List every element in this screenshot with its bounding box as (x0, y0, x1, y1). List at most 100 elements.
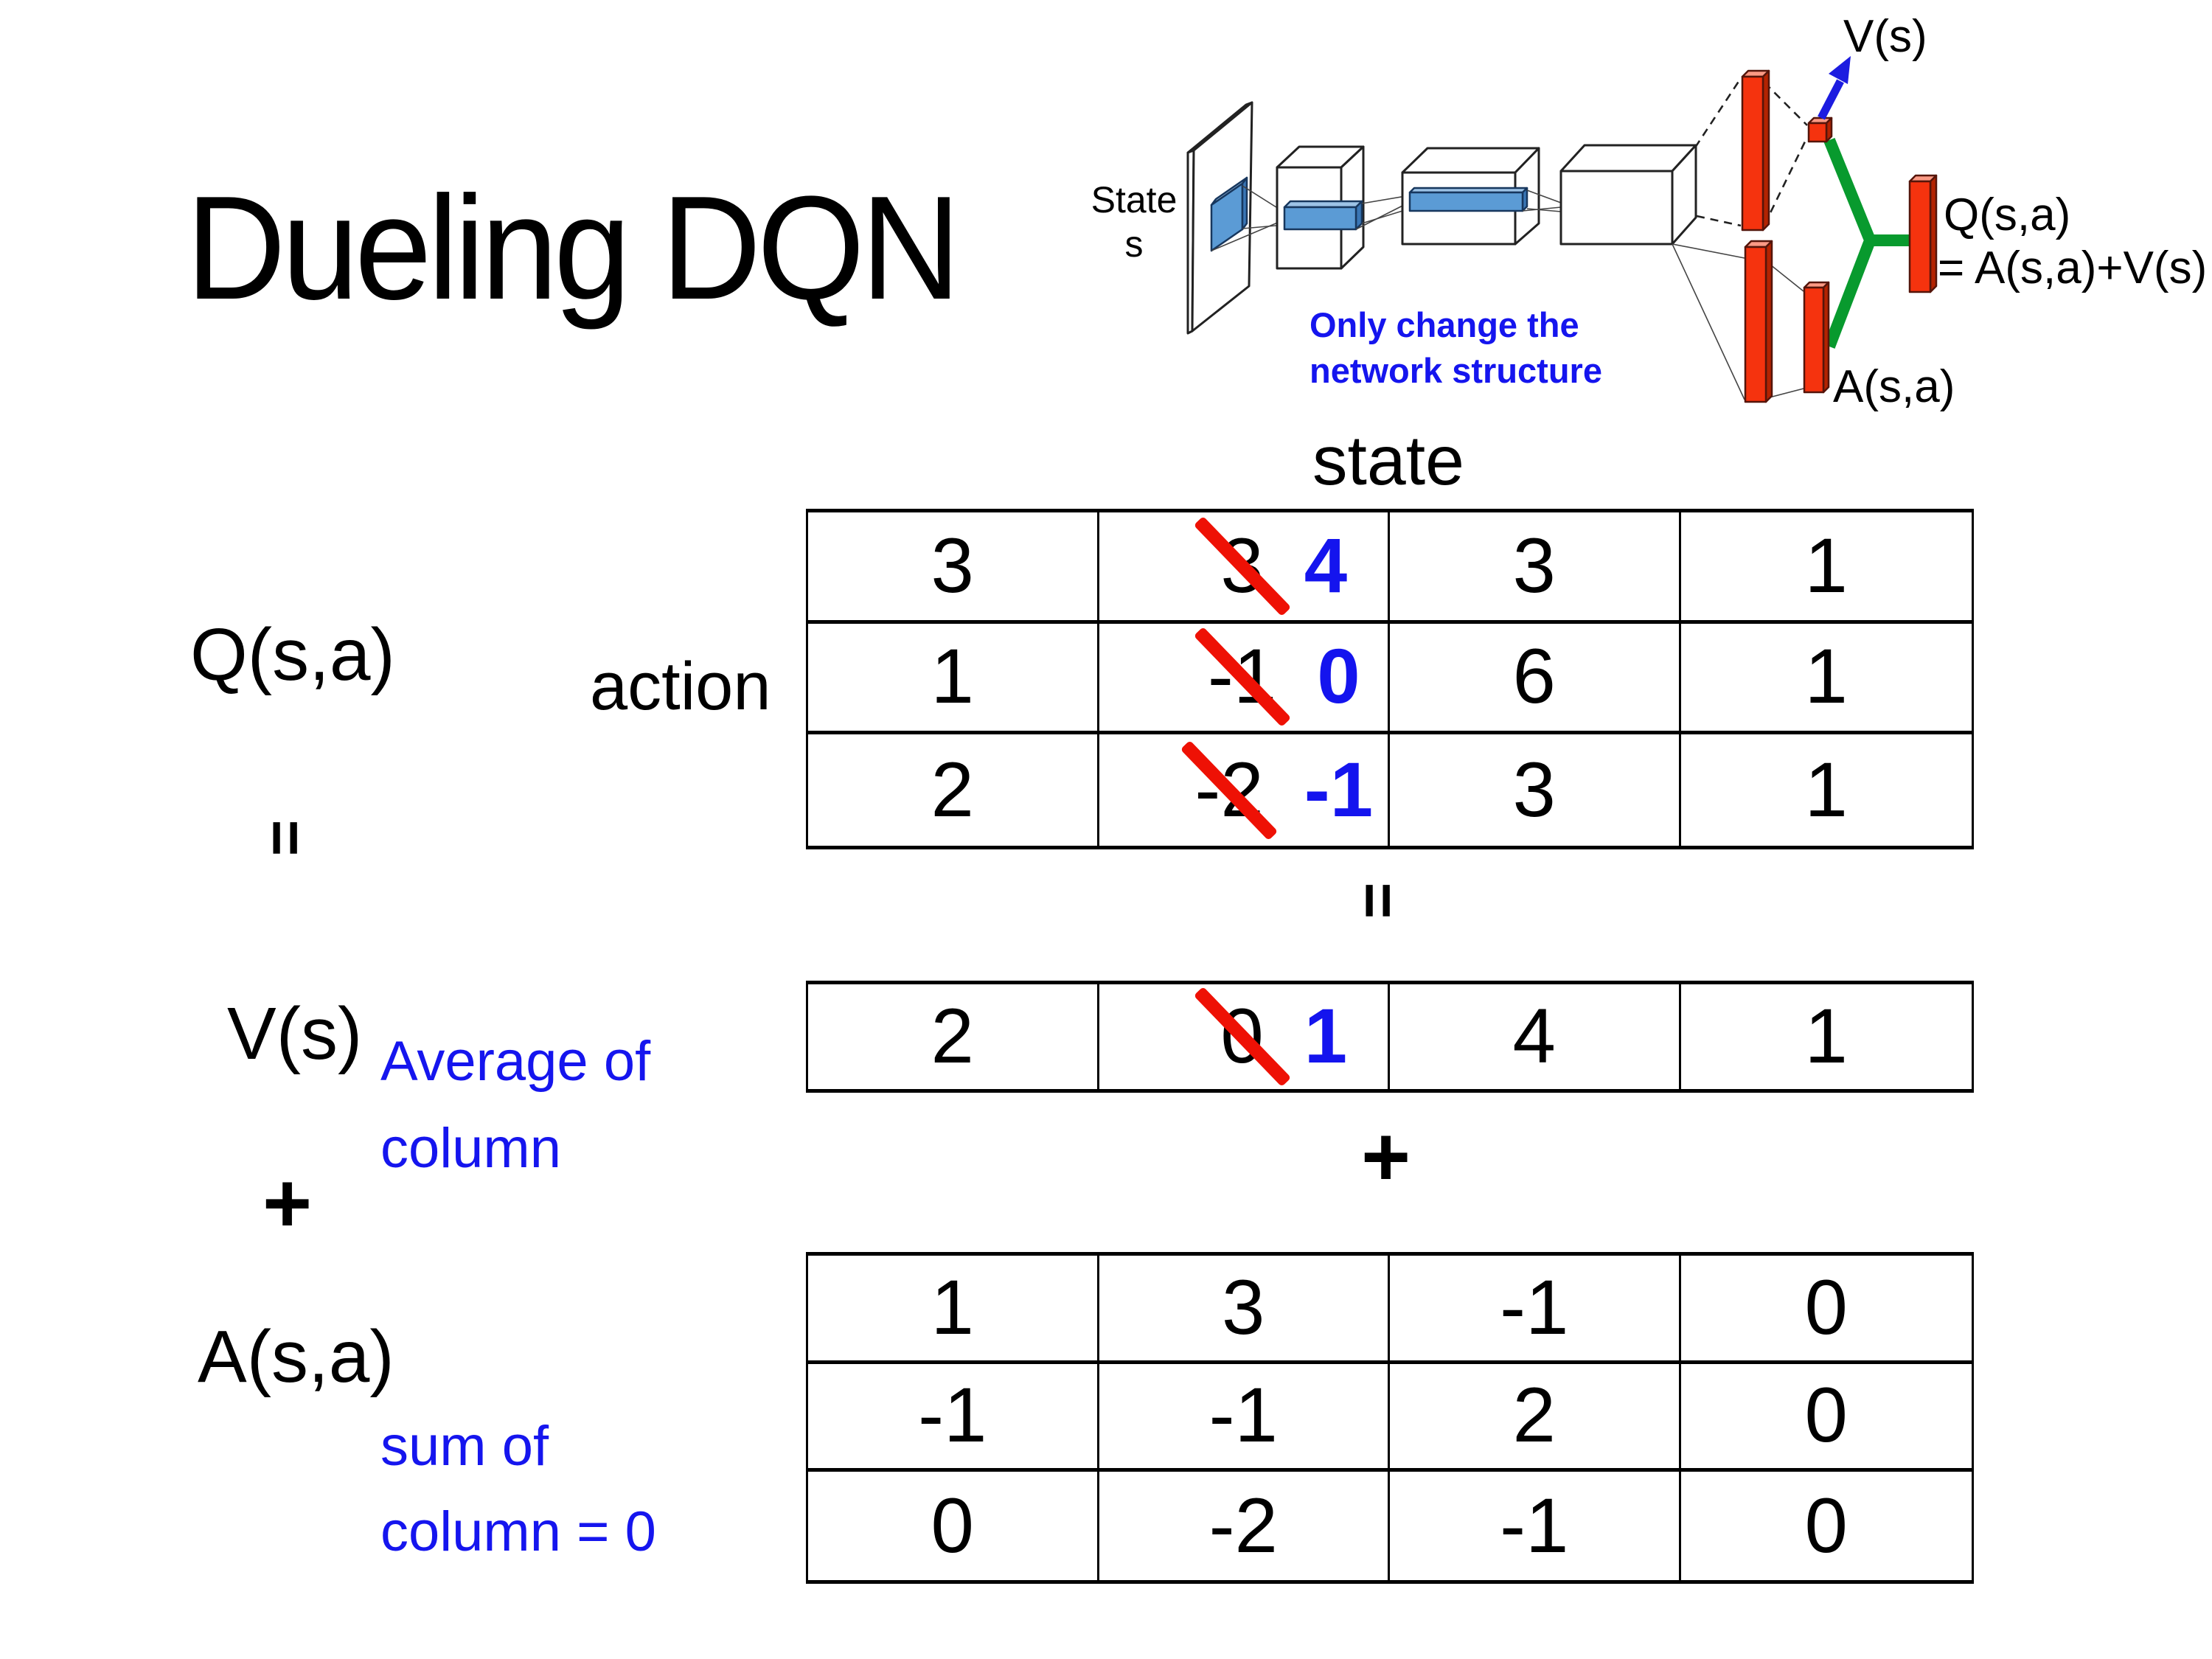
new-value: 4 (1304, 522, 1348, 609)
diagram-state-label: State (1091, 179, 1178, 220)
equals-sign-middle: = (1343, 882, 1413, 919)
q-function-label: Q(s,a) (190, 613, 395, 696)
new-value: 0 (1317, 633, 1360, 720)
table-cell-corrected: -1 0 (1099, 623, 1390, 735)
plus-sign-left: + (262, 1156, 313, 1251)
q-output-bar (1908, 174, 1938, 293)
cell-value: 0 (1804, 1372, 1848, 1459)
cell-value: 2 (1512, 1372, 1556, 1459)
cell-value: 1 (1804, 522, 1848, 609)
cell-value: -1 (918, 1372, 987, 1459)
sum-note-line2: column = 0 (380, 1500, 656, 1563)
diagram-note-line1: Only change the (1310, 305, 1579, 344)
table-cell: 0 (808, 1472, 1099, 1580)
cell-value: 0 (931, 1482, 974, 1569)
value-node (1807, 116, 1833, 143)
table-cell: 2 (1390, 1363, 1681, 1472)
new-value: -1 (1304, 746, 1374, 833)
stream-merge-green (1823, 137, 1910, 349)
table-cell: 1 (1681, 984, 1972, 1089)
corrected-value-pair: -1 0 (1193, 627, 1360, 728)
diagram-q-label-line1: Q(s,a) (1944, 189, 2070, 240)
table-cell-corrected: 0 1 (1099, 984, 1390, 1089)
cell-value: 0 (1804, 1482, 1848, 1569)
struck-value-wrap: -1 (1193, 627, 1291, 728)
conv-filter-3 (1408, 187, 1528, 212)
diagram-note-line2: network structure (1310, 351, 1602, 390)
table-cell: 1 (1681, 734, 1972, 846)
table-cell: 0 (1681, 1472, 1972, 1580)
advantage-bar (1803, 281, 1830, 394)
dueling-network-diagram: State s V(s) Q(s,a) = A(s,a)+V(s) A(s,a)… (1091, 11, 2208, 412)
cell-value: 3 (1222, 1264, 1265, 1351)
table-cell: 1 (808, 1256, 1099, 1364)
diagram-a-label: A(s,a) (1833, 361, 1955, 412)
new-value: 1 (1304, 993, 1348, 1079)
cell-value: 3 (1512, 746, 1556, 833)
table-cell-corrected: -2 -1 (1099, 734, 1390, 846)
table-cell: 2 (808, 734, 1099, 846)
fanout-lines (1672, 77, 1808, 400)
diagram-state-s: s (1125, 223, 1144, 265)
cell-value: -1 (1500, 1482, 1569, 1569)
plus-sign-middle: + (1361, 1110, 1411, 1204)
cell-value: -1 (1500, 1264, 1569, 1351)
table-cell: -1 (808, 1363, 1099, 1472)
cell-value: 2 (931, 746, 974, 833)
conv-filter-2 (1283, 200, 1363, 231)
table-cell: 1 (1680, 624, 1972, 735)
value-arrow (1818, 56, 1851, 120)
v-value-row: 2 0 1 4 1 (806, 981, 1974, 1093)
q-value-table: 3 3 4 3 1 1 -1 0 6 1 2 (806, 509, 1974, 849)
cell-value: 0 (1804, 1264, 1848, 1351)
struck-value-wrap: 0 (1193, 986, 1291, 1088)
table-cell: 0 (1680, 1364, 1972, 1472)
table-cell: -2 (1099, 1472, 1390, 1580)
corrected-value-pair: -2 -1 (1180, 740, 1374, 841)
v-function-label: V(s) (227, 992, 363, 1075)
table-cell: 4 (1390, 984, 1681, 1089)
diagram-q-label-line2: = A(s,a)+V(s) (1938, 243, 2207, 293)
cell-value: 3 (931, 522, 974, 609)
cell-value: -2 (1208, 1482, 1278, 1569)
cell-value: 1 (931, 633, 974, 720)
table-cell: -1 (1099, 1363, 1390, 1472)
fc-bar-top (1741, 69, 1770, 232)
cell-value: 1 (1804, 633, 1848, 720)
cell-value: 4 (1512, 993, 1556, 1079)
struck-value-wrap: 3 (1193, 515, 1291, 616)
table-cell: -1 (1390, 1256, 1681, 1364)
table-cell: 3 (1390, 734, 1681, 846)
average-note-line1: Average of (380, 1030, 651, 1093)
state-column-header: state (1312, 422, 1464, 500)
cell-value: 3 (1512, 522, 1556, 609)
slide-title: Dueling DQN (186, 166, 961, 330)
cell-value: 1 (1804, 746, 1848, 833)
table-cell: 1 (808, 623, 1099, 735)
cell-value: 6 (1512, 633, 1556, 720)
cell-value: 2 (931, 993, 974, 1079)
corrected-value-pair: 3 4 (1193, 515, 1348, 616)
table-cell: 2 (808, 984, 1099, 1089)
cell-value: -1 (1208, 1372, 1278, 1459)
conv-filter-1 (1210, 176, 1248, 252)
table-cell: 6 (1390, 623, 1681, 735)
conv-lines-3 (1522, 189, 1562, 212)
diagram-v-label: V(s) (1843, 11, 1927, 62)
table-cell: 1 (1680, 512, 1972, 624)
table-cell-corrected: 3 4 (1099, 512, 1390, 624)
a-function-label: A(s,a) (198, 1315, 394, 1398)
advantage-table: 1 3 -1 0 -1 -1 2 0 0 -2 -1 0 (806, 1252, 1974, 1584)
table-cell: 3 (1390, 512, 1681, 624)
cell-value: 1 (931, 1264, 974, 1351)
conv-box-4 (1559, 144, 1697, 246)
equals-sign-left: = (250, 819, 321, 857)
average-note-line2: column (380, 1117, 561, 1180)
action-row-label: action (590, 649, 771, 724)
corrected-value-pair: 0 1 (1193, 986, 1348, 1088)
struck-value-wrap: -2 (1180, 740, 1279, 841)
table-cell: -1 (1390, 1472, 1681, 1580)
fc-bar-bottom (1744, 240, 1773, 403)
cell-value: 1 (1804, 993, 1848, 1079)
